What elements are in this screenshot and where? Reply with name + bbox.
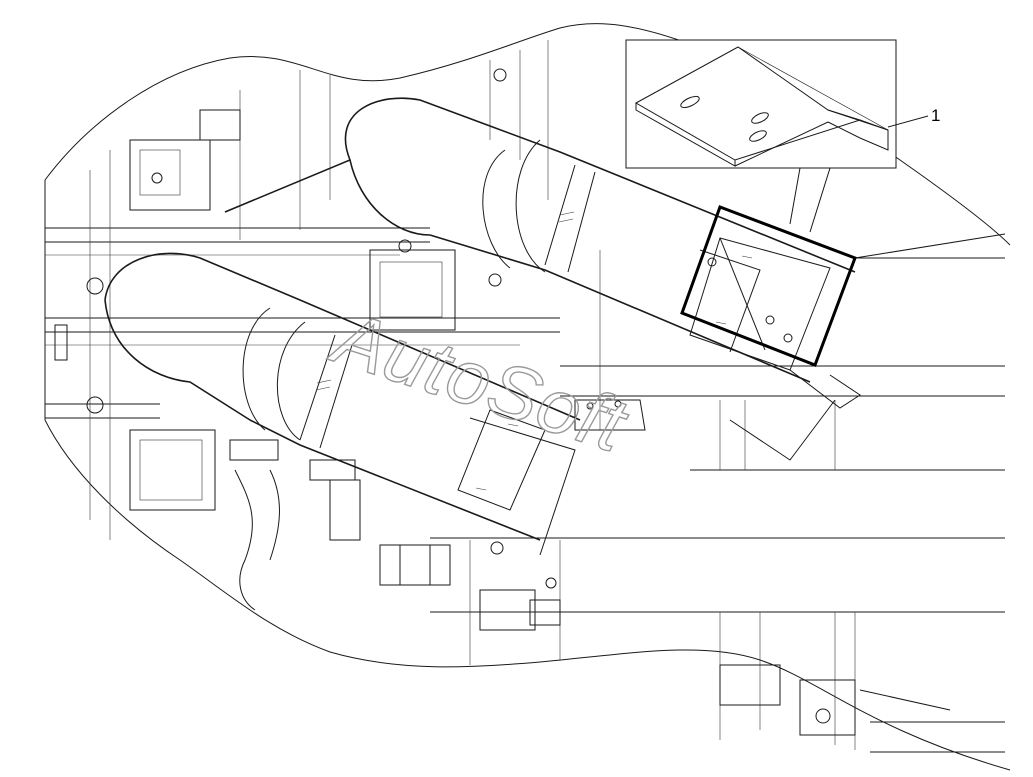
callout-label-1[interactable]: 1: [931, 106, 940, 125]
chassis-rails: [45, 227, 1006, 753]
upper-exhaust-pipe: [224, 97, 856, 383]
chassis-verticals: [89, 40, 856, 750]
watermark-text: AutoSoft: [321, 294, 638, 469]
detail-leader-lines: [789, 167, 831, 233]
upper-muffler-bracket: [689, 237, 861, 409]
lower-muffler-bracket: [457, 409, 576, 556]
callout-leader-1: [887, 115, 929, 128]
shield-plate-detail: [634, 46, 889, 167]
lower-exhaust-pipe: [104, 252, 581, 541]
part-location-highlight-box: [680, 205, 857, 367]
background-components: [54, 68, 856, 736]
